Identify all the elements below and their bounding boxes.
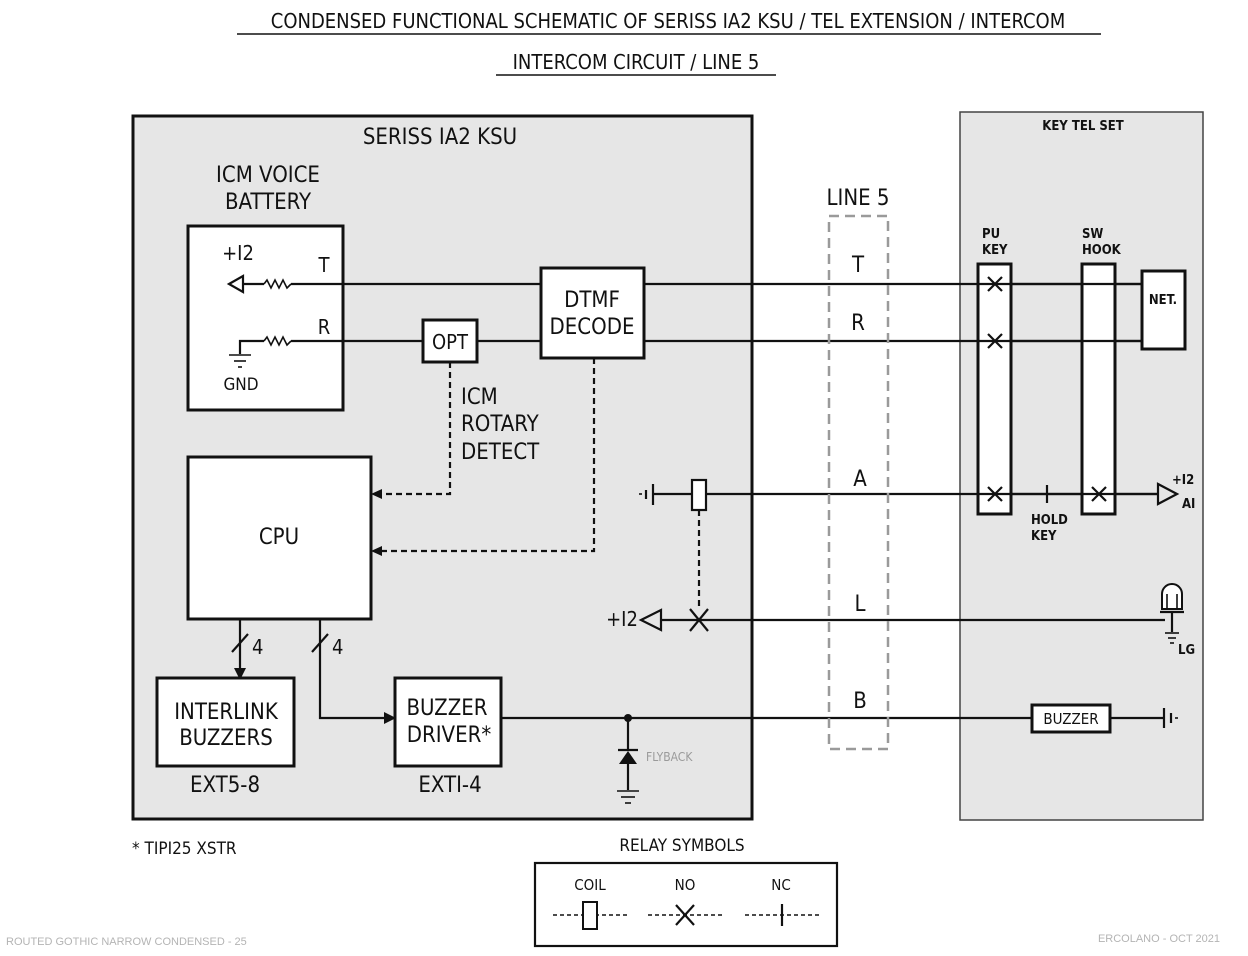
sw-hook-label-1: SW [1082, 227, 1103, 242]
ai-supply-arrow-icon [1156, 482, 1180, 506]
buzzer-driver-box [393, 676, 503, 768]
legend-no-icon [648, 904, 722, 926]
line-5-bundle [827, 214, 890, 751]
battery-box [186, 224, 345, 412]
flyback-diode-icon [618, 748, 638, 764]
buzzer-driver-label-1: BUZZER [406, 696, 487, 721]
cpu-box [186, 455, 373, 621]
hold-key-label-2: KEY [1031, 529, 1057, 544]
sw-hook-contact-a-icon [1091, 486, 1107, 502]
interlink-bus-arrow-icon [234, 668, 246, 680]
bus-slash-left-icon [231, 633, 249, 653]
dtmf-decode-box [539, 266, 646, 360]
tel-set-label: KEY TEL SET [1042, 119, 1123, 134]
pu-key-bar [976, 262, 1013, 516]
battery-gnd-label: GND [223, 375, 258, 395]
buzzer-driver-ext-label: EXTI-4 [418, 773, 481, 798]
tel-buzzer-battery-icon [1162, 708, 1178, 728]
author-credit: ERCOLANO - OCT 2021 [1098, 933, 1220, 945]
legend-coil-icon [553, 901, 627, 930]
lamp-supply-label: +I2 [606, 607, 638, 631]
legend-coil-label: COIL [574, 876, 606, 894]
dtmf-signal-arrow-icon [371, 546, 382, 556]
bus-width-right: 4 [332, 635, 343, 659]
ksu-label: SERISS IA2 KSU [363, 125, 517, 150]
line-label: LINE 5 [826, 186, 889, 211]
opt-label: OPT [432, 330, 469, 354]
dtmf-signal-path [380, 358, 596, 553]
bus-slash-right-icon [311, 633, 329, 653]
pu-key-label-1: PU [982, 227, 1000, 242]
tel-buzzer-label: BUZZER [1043, 710, 1098, 728]
title: CONDENSED FUNCTIONAL SCHEMATIC OF SERISS… [271, 9, 1065, 33]
pu-key-label-2: KEY [982, 243, 1008, 258]
lamp-icon [1160, 583, 1184, 644]
interlink-label-2: BUZZERS [179, 726, 273, 751]
battery-title-1: ICM VOICE [216, 163, 320, 188]
interlink-buzzers-box [155, 676, 296, 768]
battery-plus12: +I2 [222, 241, 254, 265]
legend-nc-label: NC [771, 876, 791, 894]
subtitle: INTERCOM CIRCUIT / LINE 5 [513, 50, 760, 74]
hold-key-label-1: HOLD [1031, 513, 1068, 528]
relay-legend-title: RELAY SYMBOLS [619, 836, 744, 856]
battery-r-label: R [318, 315, 331, 339]
sw-hook-bar [1080, 262, 1117, 516]
tip-resistor-icon [263, 278, 292, 290]
driver-bus-arrow-icon [384, 712, 396, 724]
legend-nc-icon [745, 904, 819, 926]
bus-width-left: 4 [252, 635, 263, 659]
interlink-ext-label: EXT5-8 [190, 773, 260, 798]
line-r-label: R [851, 311, 865, 336]
dtmf-label-1: DTMF [564, 288, 620, 313]
line-t-label: T [851, 253, 865, 278]
sw-hook-label-2: HOOK [1082, 243, 1122, 258]
rotary-label-2: ROTARY [461, 412, 540, 437]
pu-key-contact-r-icon [987, 333, 1003, 349]
flyback-label: FLYBACK [646, 750, 693, 764]
flyback-ground-icon [617, 790, 639, 804]
lg-label: LG [1178, 643, 1195, 658]
rotary-signal-arrow-icon [371, 489, 382, 499]
dtmf-label-2: DECODE [550, 315, 635, 340]
rotary-label-1: ICM [461, 385, 498, 410]
cpu-label: CPU [259, 525, 299, 550]
rotary-label-3: DETECT [461, 440, 540, 465]
footnote: * TIPI25 XSTR [132, 839, 237, 859]
legend-no-label: NO [675, 876, 696, 894]
battery-title-2: BATTERY [225, 190, 312, 215]
ring-resistor-icon [263, 335, 292, 347]
ai-label: AI [1182, 497, 1195, 512]
buzzer-driver-label-2: DRIVER* [407, 723, 492, 748]
line-l-label: L [854, 592, 865, 617]
pu-key-contact-a-icon [987, 486, 1003, 502]
line-a-label: A [853, 467, 867, 492]
pu-key-contact-t-icon [987, 276, 1003, 292]
line-b-label: B [853, 689, 867, 714]
rotary-signal-path [380, 362, 452, 496]
a-supply-label: +I2 [1172, 473, 1194, 488]
battery-t-label: T [318, 253, 331, 277]
ground-icon [229, 354, 251, 368]
font-credit: ROUTED GOTHIC NARROW CONDENSED - 25 [6, 936, 247, 948]
net-label: NET. [1149, 293, 1177, 308]
relay-coil-icon [690, 478, 708, 512]
interlink-label-1: INTERLINK [174, 700, 279, 725]
relay-no-contact-icon [689, 608, 709, 632]
net-box [1140, 269, 1187, 351]
opt-box [421, 318, 479, 364]
